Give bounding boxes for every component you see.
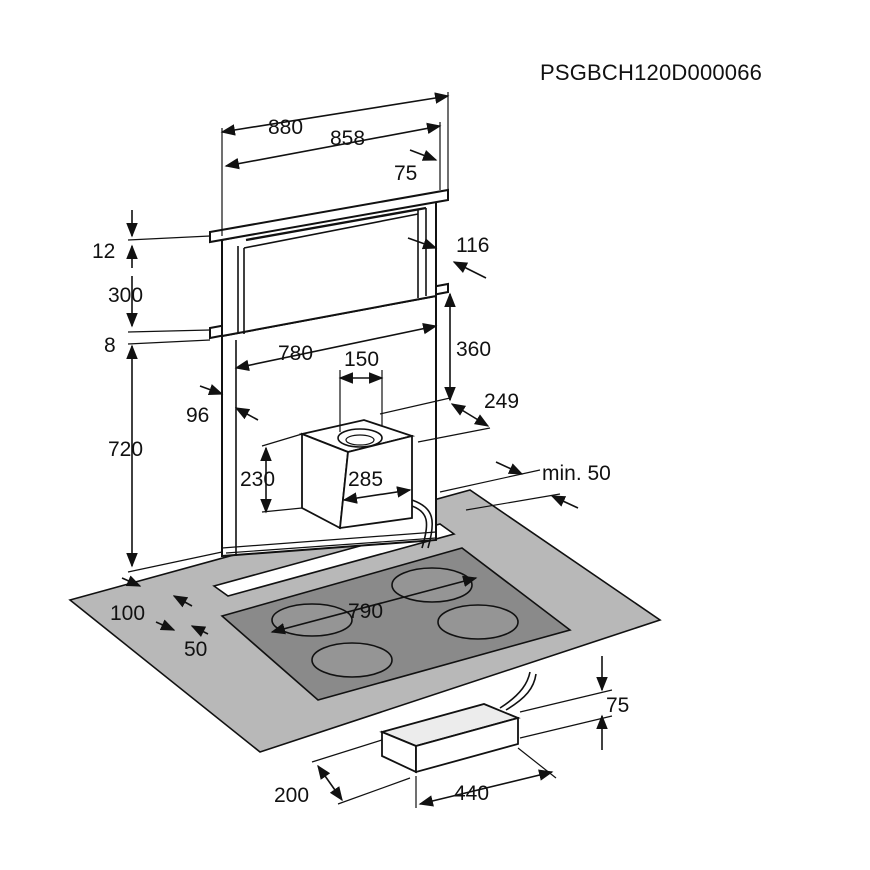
dim-780: 780 [278, 342, 313, 365]
dim-150: 150 [344, 348, 379, 371]
dim-440: 440 [454, 782, 489, 805]
dim-min-50: min. 50 [542, 462, 611, 485]
cooking-zone [271, 603, 353, 637]
dim-285: 285 [348, 468, 383, 491]
dim-360: 360 [456, 338, 491, 361]
cooking-zone [311, 642, 393, 678]
downdraft-top [209, 188, 449, 338]
dim-858: 858 [330, 127, 365, 150]
dim-75-bottom: 75 [606, 694, 629, 717]
dim-200: 200 [274, 784, 309, 807]
dim-720: 720 [108, 438, 143, 461]
dim-100: 100 [110, 602, 145, 625]
dim-230: 230 [240, 468, 275, 491]
dim-96: 96 [186, 404, 209, 427]
dim-880: 880 [268, 116, 303, 139]
dim-8: 8 [104, 334, 116, 357]
motor-unit [298, 419, 434, 549]
dim-790: 790 [348, 600, 383, 623]
model-code: PSGBCH120D000066 [540, 60, 762, 85]
control-box [379, 671, 537, 774]
dim-300: 300 [108, 284, 143, 307]
dim-249: 249 [484, 390, 519, 413]
dim-12: 12 [92, 240, 115, 263]
dim-75-top: 75 [394, 162, 417, 185]
dim-116: 116 [456, 234, 489, 257]
dim-50: 50 [184, 638, 207, 661]
cooking-zone [437, 604, 519, 640]
